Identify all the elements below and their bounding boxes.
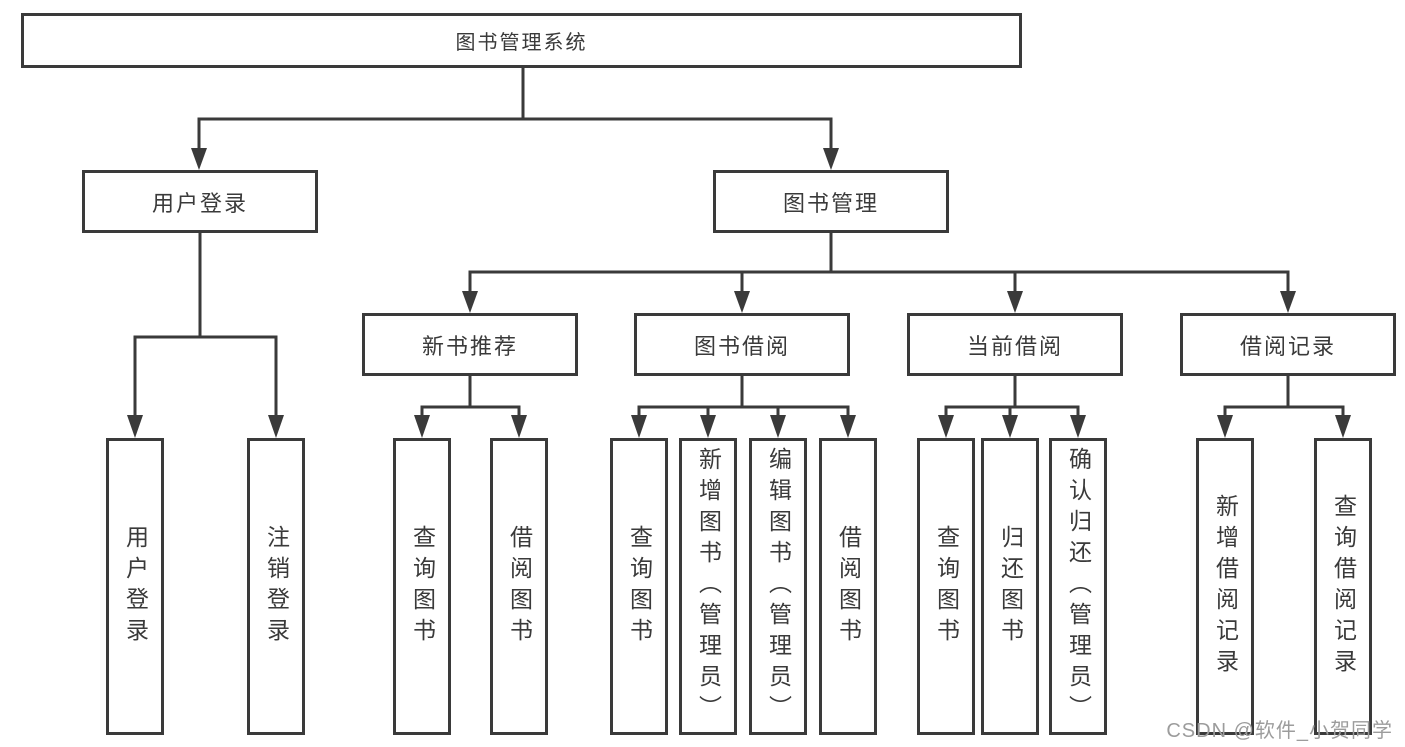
node-current-borrow: 当前借阅 <box>907 313 1123 376</box>
node-user-login: 用户登录 <box>82 170 318 233</box>
watermark-text: CSDN @软件_小贺同学 <box>1166 720 1393 742</box>
arrowheads <box>127 148 1351 438</box>
leaf-borrow-books-recommend: 借阅图书 <box>490 438 548 735</box>
leaf-query-books-current: 查询图书 <box>917 438 975 735</box>
leaf-return-books: 归还图书 <box>981 438 1039 735</box>
node-root: 图书管理系统 <box>21 13 1022 68</box>
node-borrow-records: 借阅记录 <box>1180 313 1396 376</box>
leaf-query-books-borrow: 查询图书 <box>610 438 668 735</box>
leaf-logout: 注销登录 <box>247 438 305 735</box>
leaf-query-books-recommend: 查询图书 <box>393 438 451 735</box>
leaf-add-borrow-record: 新增借阅记录 <box>1196 438 1254 735</box>
leaf-query-borrow-record: 查询借阅记录 <box>1314 438 1372 735</box>
node-book-management: 图书管理 <box>713 170 949 233</box>
node-new-book-recommend: 新书推荐 <box>362 313 578 376</box>
leaf-add-book-admin: 新增图书（管理员） <box>679 438 737 735</box>
leaf-borrow-books: 借阅图书 <box>819 438 877 735</box>
leaf-confirm-return-admin: 确认归还（管理员） <box>1049 438 1107 735</box>
leaf-edit-book-admin: 编辑图书（管理员） <box>749 438 807 735</box>
leaf-user-login: 用户登录 <box>106 438 164 735</box>
node-book-borrow: 图书借阅 <box>634 313 850 376</box>
